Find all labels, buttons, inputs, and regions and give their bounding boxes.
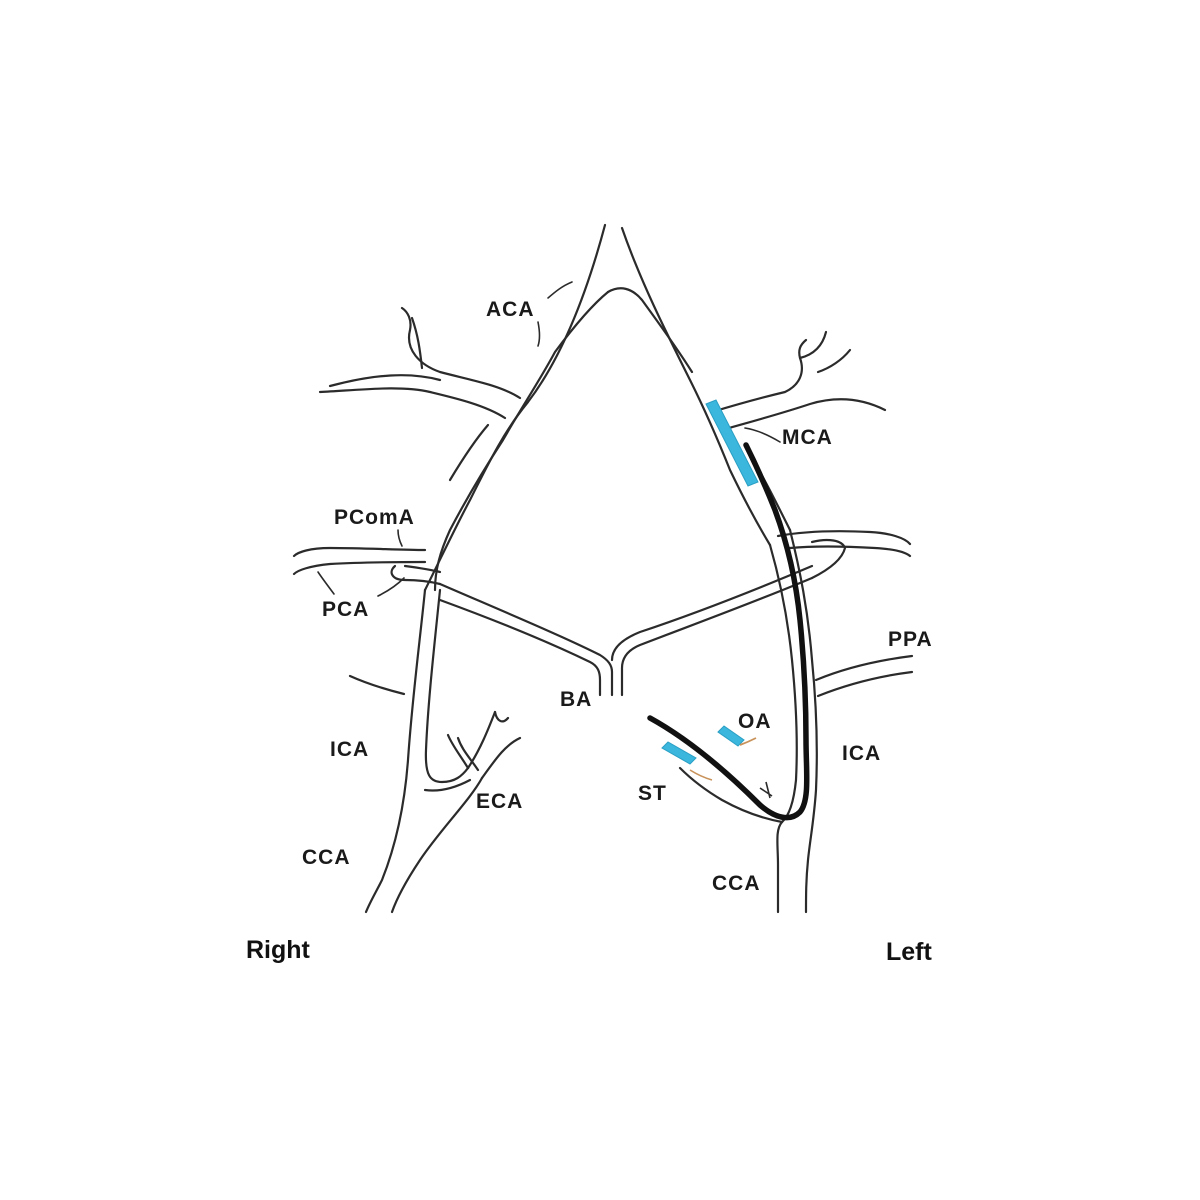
vessel-labels: ACA MCA PComA PCA PPA BA OA ST ICA ICA E… bbox=[302, 298, 933, 895]
label-pcoma: PComA bbox=[334, 506, 415, 529]
label-left-side: Left bbox=[886, 938, 933, 966]
basilar-artery bbox=[438, 564, 814, 697]
anterior-cerebral-artery bbox=[423, 223, 772, 592]
label-ba: BA bbox=[560, 688, 592, 711]
left-carotid-system bbox=[678, 528, 914, 914]
label-ica-right: ICA bbox=[330, 738, 369, 761]
label-pca: PCA bbox=[322, 598, 369, 621]
label-right-side: Right bbox=[246, 936, 311, 964]
label-aca: ACA bbox=[486, 298, 535, 321]
leader-lines bbox=[317, 281, 781, 597]
right-posterior-circulation bbox=[292, 546, 442, 586]
left-posterior-circulation bbox=[776, 530, 912, 580]
label-eca: ECA bbox=[476, 790, 523, 813]
side-labels: Right Left bbox=[246, 936, 933, 966]
label-cca-right: CCA bbox=[302, 846, 351, 869]
right-carotid-system bbox=[348, 588, 522, 914]
label-cca-left: CCA bbox=[712, 872, 761, 895]
right-cortical-branch bbox=[318, 306, 522, 482]
label-ppa: PPA bbox=[888, 628, 933, 651]
stump-markers bbox=[661, 725, 773, 799]
label-ica-left: ICA bbox=[842, 742, 881, 765]
label-mca: MCA bbox=[782, 426, 833, 449]
label-oa: OA bbox=[738, 710, 772, 733]
device-marker bbox=[705, 399, 759, 487]
label-st: ST bbox=[638, 782, 667, 805]
catheter bbox=[647, 442, 810, 821]
